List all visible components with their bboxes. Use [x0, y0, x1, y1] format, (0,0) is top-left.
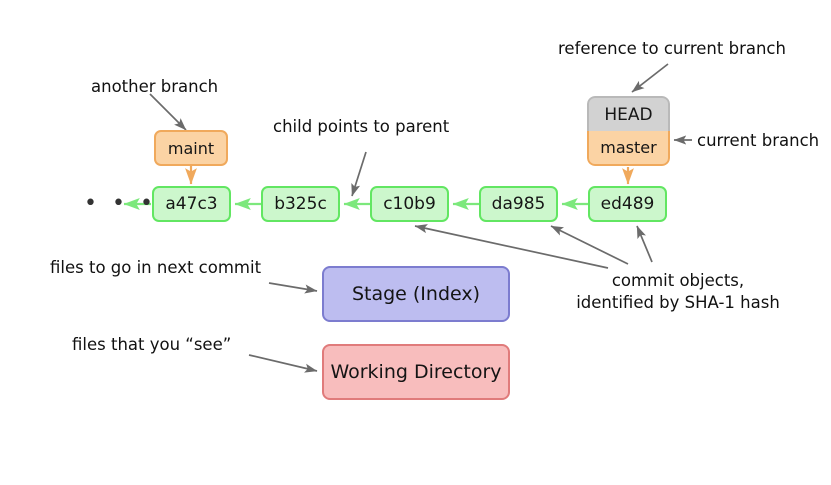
annotation-files-you-see: files that you “see”: [72, 335, 232, 354]
branch-ref-label: master: [600, 138, 657, 157]
leader-commit-objects-c10b9: [414, 224, 609, 269]
history-ellipsis: • • •: [84, 191, 157, 216]
commit-node-a47c3[interactable]: a47c3: [152, 186, 231, 222]
commit-node-c10b9[interactable]: c10b9: [370, 186, 449, 222]
annotation-commit-objects-line2: identified by SHA-1 hash: [576, 293, 780, 313]
annotation-another-branch: another branch: [91, 77, 219, 96]
commit-node-ed489[interactable]: ed489: [588, 186, 667, 222]
leader-reference-to-current-branch: [631, 63, 669, 93]
leader-commit-objects-da985: [550, 225, 629, 265]
leader-commit-objects-ed489: [636, 225, 653, 263]
branch-ref-label: maint: [167, 138, 215, 158]
leader-another-branch: [149, 93, 187, 131]
head-ref-box[interactable]: HEAD: [587, 96, 670, 131]
stage-index-label: Stage (Index): [351, 283, 481, 305]
working-directory-box[interactable]: Working Directory: [322, 344, 510, 400]
annotation-reference-to-current-branch: reference to current branch: [558, 39, 786, 58]
commit-label: da985: [491, 194, 546, 214]
leader-child-points-to-parent: [351, 151, 367, 197]
head-ref-label: HEAD: [604, 104, 653, 125]
commit-label: ed489: [600, 194, 655, 214]
commit-node-b325c[interactable]: b325c: [261, 186, 340, 222]
commit-node-da985[interactable]: da985: [479, 186, 558, 222]
leader-files-next-commit: [268, 282, 318, 294]
ref-arrows: [185, 166, 634, 185]
annotation-commit-objects-line1: commit objects,: [611, 271, 745, 290]
branch-ref-maint[interactable]: maint: [154, 130, 228, 166]
annotation-child-points-to-parent: child points to parent: [273, 117, 450, 136]
leader-files-you-see: [248, 354, 318, 373]
commit-label: a47c3: [165, 194, 218, 214]
branch-ref-master[interactable]: master: [587, 131, 670, 166]
head-master-stack[interactable]: HEAD master: [587, 96, 670, 166]
stage-index-box[interactable]: Stage (Index): [322, 266, 510, 322]
commit-label: b325c: [274, 194, 327, 214]
commit-label: c10b9: [383, 194, 436, 214]
annotation-commit-objects: commit objects, identified by SHA-1 hash: [568, 270, 788, 314]
annotation-files-next-commit: files to go in next commit: [50, 258, 262, 277]
annotation-leaders: [149, 63, 692, 373]
annotation-current-branch: current branch: [697, 131, 820, 150]
working-directory-label: Working Directory: [330, 361, 502, 383]
